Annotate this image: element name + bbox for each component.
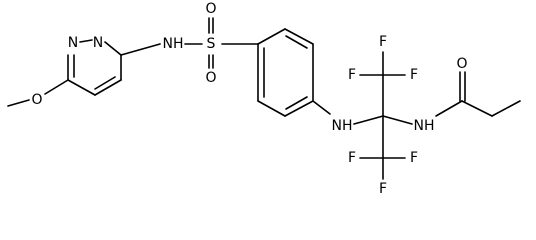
bond-ch2-ch3: [491, 100, 521, 117]
bond-benz-2: [284, 28, 314, 45]
label-nh-amide: NH: [414, 118, 435, 134]
label-n1: N: [68, 35, 78, 51]
label-n2: N: [93, 35, 103, 51]
bond-methyl-o: [7, 99, 30, 107]
label-f6: F: [379, 181, 387, 197]
bond-benz-5: [257, 100, 286, 117]
label-o-s-bottom: O: [205, 70, 216, 86]
label-f1: F: [379, 34, 387, 50]
bond-cq-nh: [382, 115, 413, 125]
bond-ring-c5-c6: [67, 79, 96, 96]
bond-nh-cq: [353, 115, 384, 125]
bond-o-ring: [44, 79, 69, 95]
label-f5: F: [410, 150, 418, 166]
label-f2: F: [348, 67, 356, 83]
label-nh-aniline: NH: [332, 118, 353, 134]
bond-benz-2-inner: [285, 35, 308, 49]
bond-ring-c4-c5-inner: [94, 76, 116, 90]
bond-co-ch2: [461, 100, 493, 117]
bond-c3-nh: [120, 43, 161, 56]
structure-diagram: N N O NH S O O NH F F F F F F NH O: [7, 1, 521, 197]
bond-nh-co: [435, 100, 463, 117]
bond-ring-n1-n2: [79, 39, 93, 43]
bond-benz-4: [284, 100, 314, 117]
bond-ring-nh: [312, 100, 331, 115]
label-o-methoxy: O: [31, 92, 42, 108]
label-f3: F: [410, 67, 418, 83]
bond-benz-4-inner: [285, 96, 308, 110]
label-o-s-top: O: [205, 1, 216, 17]
label-f4: F: [348, 150, 356, 166]
bond-ring-c4-c5: [94, 79, 122, 96]
label-nh-sulfonamide: NH: [163, 36, 184, 52]
atom-labels: N N O NH S O O NH F F F F F F NH O: [31, 1, 467, 197]
bonds: [7, 17, 521, 180]
label-s: S: [207, 36, 216, 52]
bond-ring-n2-c3: [104, 41, 122, 56]
bond-benz-1: [257, 28, 286, 45]
label-o-carbonyl: O: [456, 56, 467, 72]
